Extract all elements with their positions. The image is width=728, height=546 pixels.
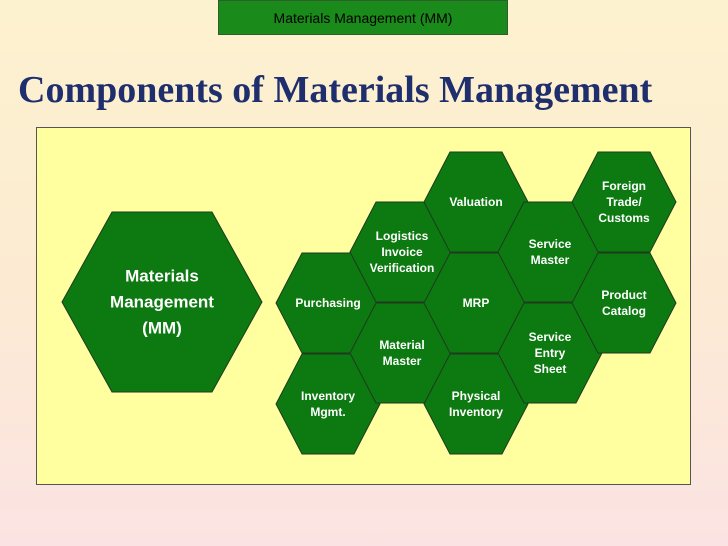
hexagon-shape-product-catalog xyxy=(571,252,677,354)
hexagon-label-service-entry-sheet: Service xyxy=(529,330,572,344)
hexagon-label-foreign-trade-customs: Foreign xyxy=(602,179,646,193)
hexagon-label-logistics-invoice-verification: Invoice xyxy=(381,245,423,259)
hexagon-label-main-materials-management: (MM) xyxy=(142,319,182,338)
hexagon-label-foreign-trade-customs: Trade/ xyxy=(606,195,642,209)
hexagon-label-material-master: Material xyxy=(379,338,424,352)
hexagon-label-foreign-trade-customs: Customs xyxy=(598,211,650,225)
hexagon-label-mrp: MRP xyxy=(463,296,490,310)
hexagon-shape-foreign-trade-customs xyxy=(571,151,677,253)
hexagon-label-product-catalog: Catalog xyxy=(602,304,646,318)
hexagon-label-service-entry-sheet: Entry xyxy=(535,346,566,360)
hexagon-label-main-materials-management: Materials xyxy=(125,267,199,286)
title-badge-label: Materials Management (MM) xyxy=(273,9,453,26)
hexagon-label-logistics-invoice-verification: Verification xyxy=(370,261,435,275)
hexagon-valuation: Valuation xyxy=(423,151,529,253)
hexagon-label-main-materials-management: Management xyxy=(110,293,214,312)
hexagon-label-purchasing: Purchasing xyxy=(295,296,360,310)
hexagon-label-inventory-mgmt: Mgmt. xyxy=(310,405,345,419)
hexagon-label-service-entry-sheet: Sheet xyxy=(534,362,567,376)
hexagon-shape-main-materials-management xyxy=(61,211,263,393)
hexagon-label-service-master: Service xyxy=(529,237,572,251)
page-title: Components of Materials Management xyxy=(18,69,653,111)
hexagon-label-physical-inventory: Inventory xyxy=(449,405,503,419)
hexagon-label-valuation: Valuation xyxy=(449,195,502,209)
hexagon-label-inventory-mgmt: Inventory xyxy=(301,389,355,403)
title-badge: Materials Management (MM) xyxy=(218,0,508,35)
hexagon-label-material-master: Master xyxy=(383,354,422,368)
hexagon-label-product-catalog: Product xyxy=(601,288,646,302)
hexagon-label-logistics-invoice-verification: Logistics xyxy=(376,229,429,243)
hexagon-label-service-master: Master xyxy=(531,253,570,267)
hexagon-label-physical-inventory: Physical xyxy=(452,389,501,403)
